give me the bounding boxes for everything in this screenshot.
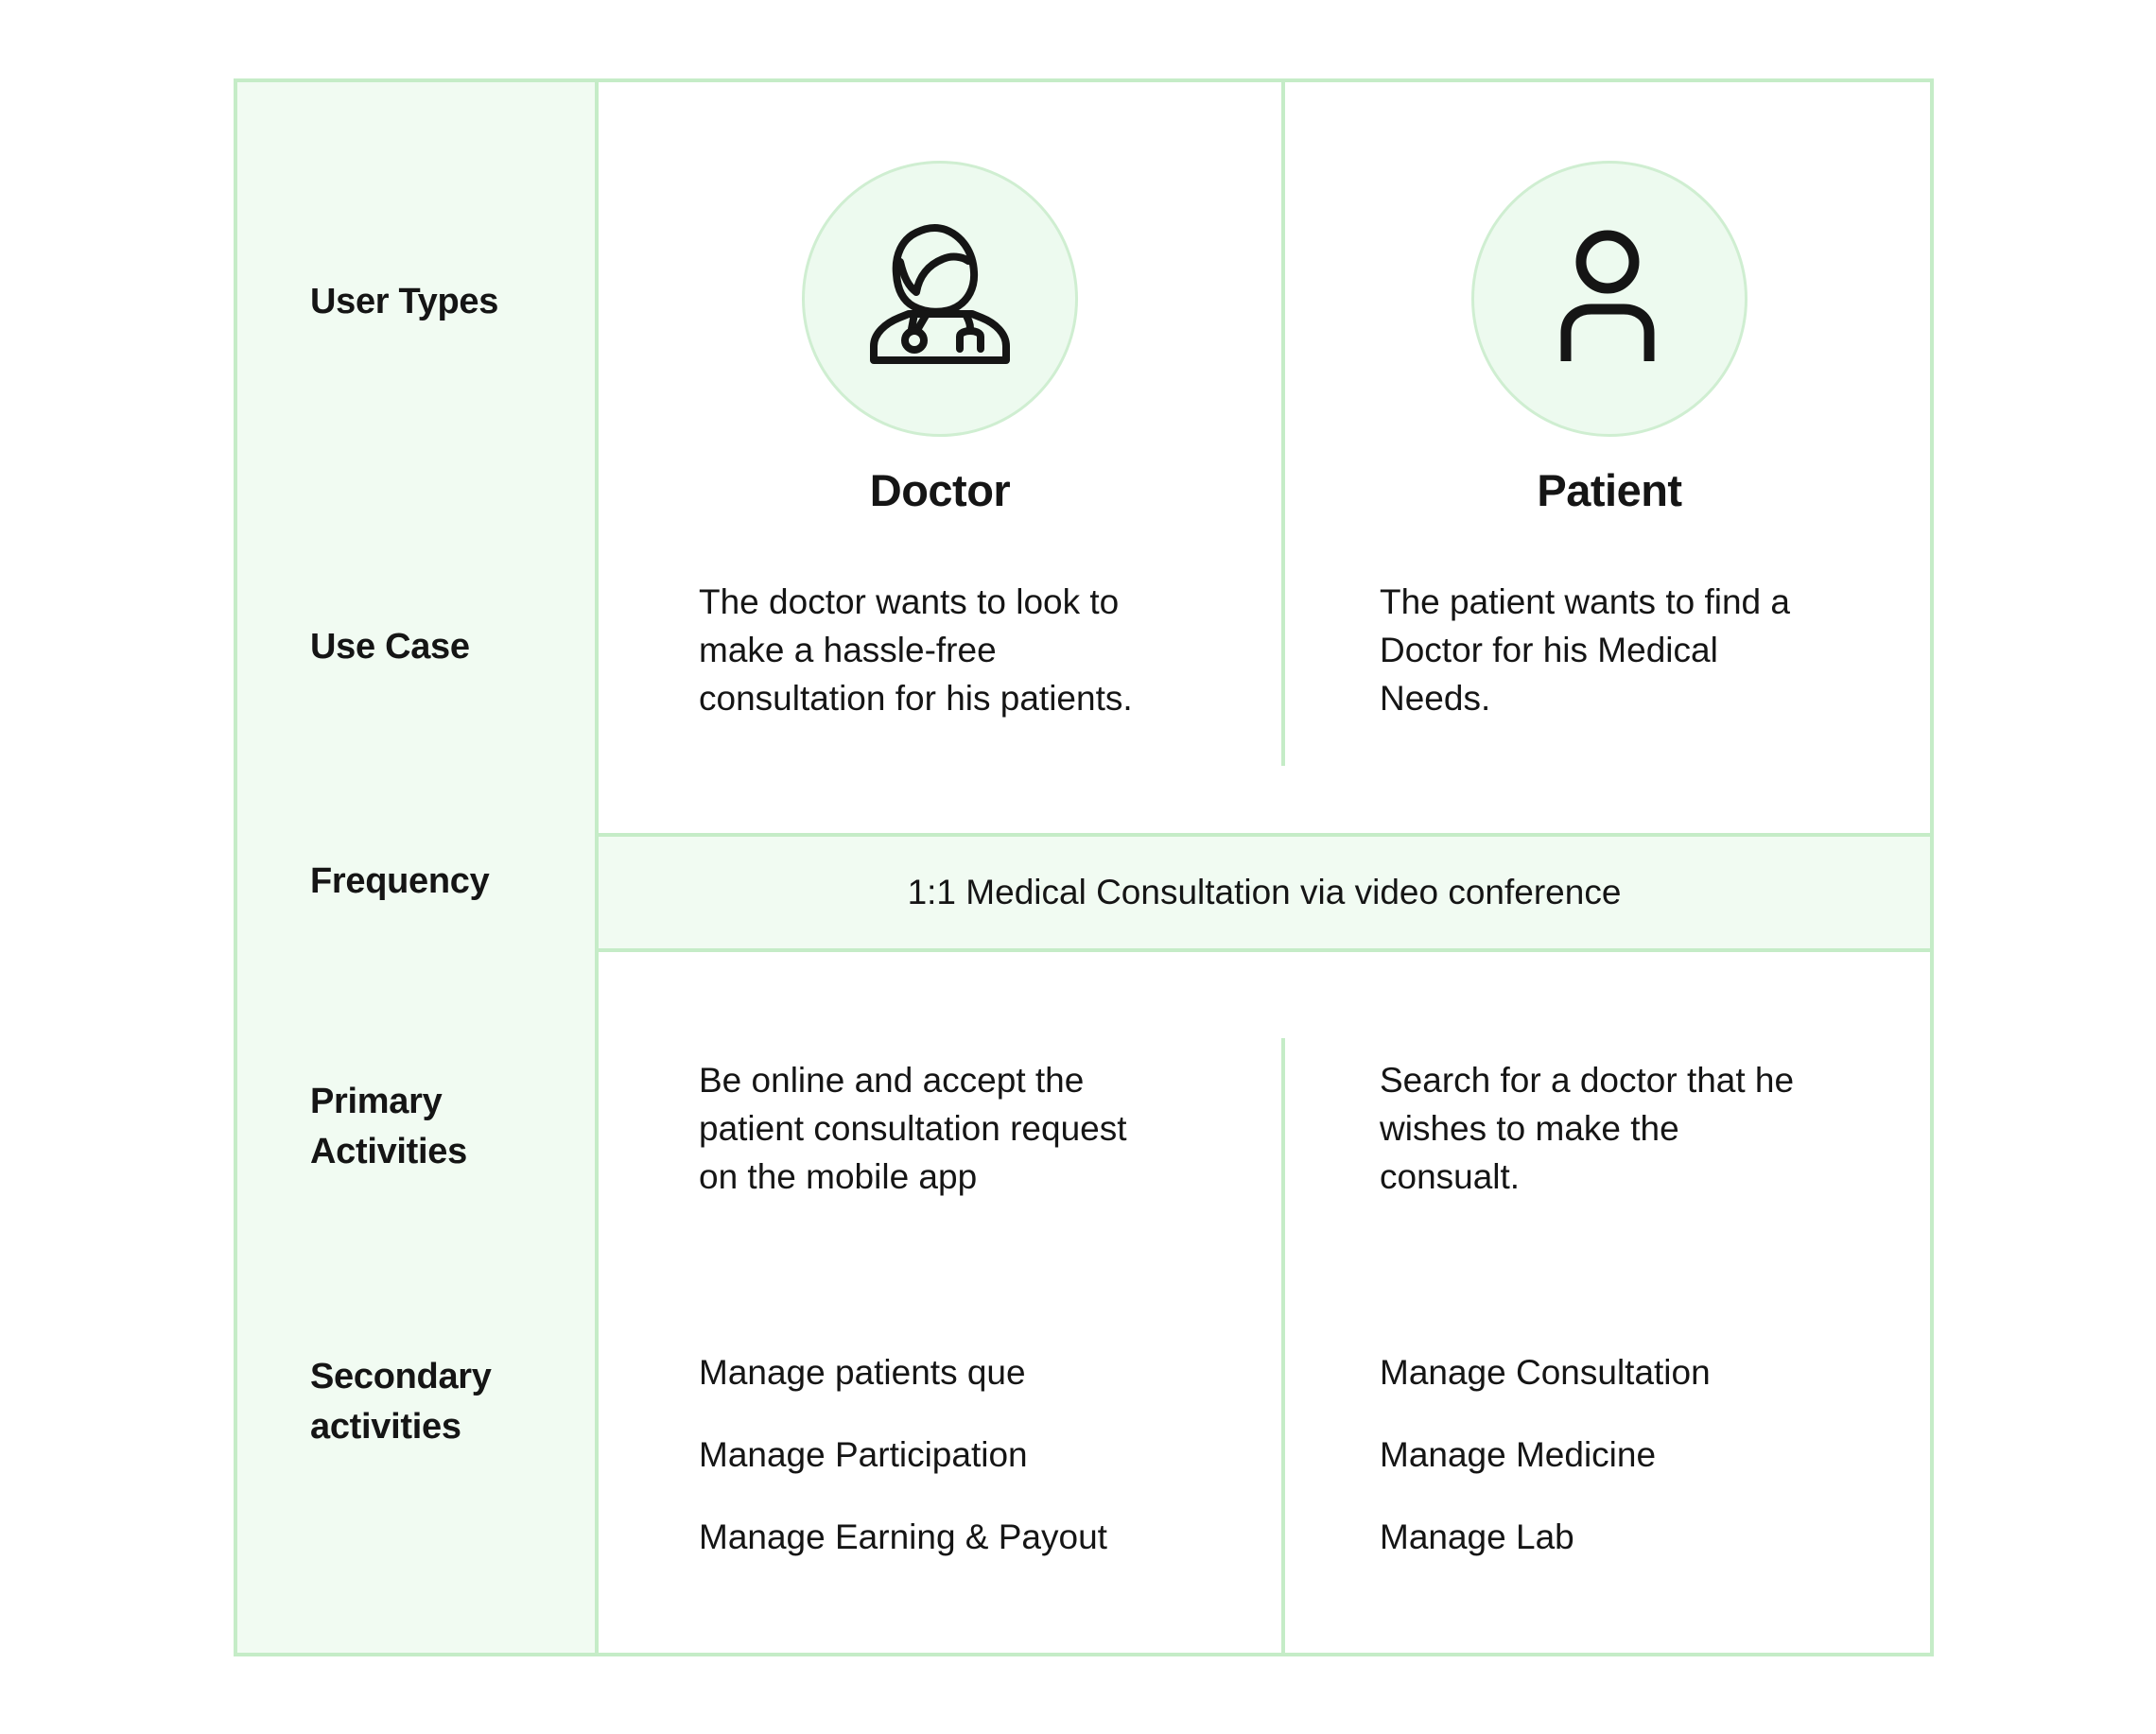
doctor-avatar [802, 161, 1078, 437]
doctor-title: Doctor [869, 465, 1011, 515]
doctor-use-case-text: The doctor wants to look to make a hassl… [699, 582, 1133, 718]
patient-title: Patient [1537, 465, 1682, 515]
comparison-table: User Types Use Case Frequency Primary Ac… [234, 78, 1934, 1656]
doctor-secondary-item: Manage Earning & Payout [699, 1517, 1107, 1556]
doctor-secondary-activities-list: Manage patients que Manage Participation… [699, 1348, 1107, 1595]
row-label-user-types: User Types [310, 282, 499, 321]
doctor-secondary-item: Manage patients que [699, 1353, 1026, 1392]
column-divider-bottom [1281, 1038, 1285, 1653]
patient-secondary-item: Manage Consultation [1380, 1353, 1711, 1392]
row-label-primary-activities: Primary Activities [310, 1082, 467, 1171]
row-label-frequency: Frequency [310, 861, 490, 901]
row-label-secondary-activities: Secondary activities [310, 1357, 492, 1447]
patient-secondary-item: Manage Lab [1380, 1517, 1574, 1556]
patient-secondary-item: Manage Medicine [1380, 1435, 1657, 1474]
person-icon [1471, 161, 1747, 437]
doctor-secondary-item: Manage Participation [699, 1435, 1028, 1474]
row-labels-column: User Types Use Case Frequency Primary Ac… [237, 82, 599, 1653]
doctor-icon [802, 161, 1078, 437]
patient-primary-activities-text: Search for a doctor that he wishes to ma… [1380, 1061, 1795, 1196]
column-divider-top [1281, 82, 1285, 766]
patient-avatar [1471, 161, 1747, 437]
row-label-use-case: Use Case [310, 627, 470, 667]
patient-use-case-text: The patient wants to find a Doctor for h… [1380, 582, 1790, 718]
patient-secondary-activities-list: Manage Consultation Manage Medicine Mana… [1380, 1348, 1711, 1595]
frequency-band: 1:1 Medical Consultation via video confe… [599, 833, 1930, 952]
doctor-primary-activities-text: Be online and accept the patient consult… [699, 1061, 1127, 1196]
frequency-value: 1:1 Medical Consultation via video confe… [907, 873, 1622, 911]
